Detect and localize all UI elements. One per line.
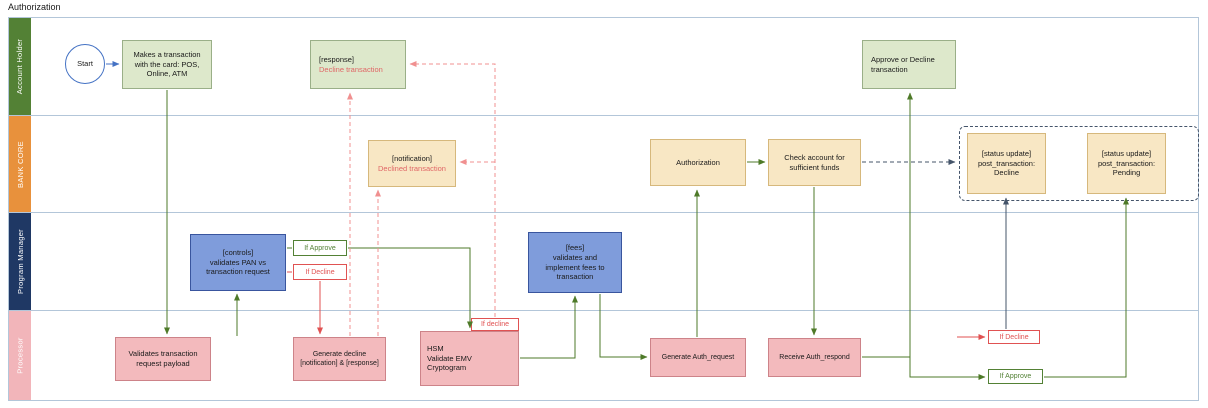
receive-auth-label: Receive Auth_respond	[779, 353, 850, 361]
response-node: [response] Decline transaction	[310, 40, 406, 89]
lane-label-program-manager: Program Manager	[9, 213, 31, 310]
generate-auth-label: Generate Auth_request	[661, 353, 735, 361]
fees-node: [fees] validates and implement fees to t…	[528, 232, 622, 293]
authorization-label: Authorization	[676, 157, 720, 167]
generate-decline-node: Generate decline [notification] & [respo…	[293, 337, 386, 381]
if-decline-condition: If Decline	[293, 264, 347, 280]
hsm-node: HSM Validate EMV Cryptogram	[420, 331, 519, 386]
hsm-if-decline-condition: If decline	[471, 318, 519, 331]
notification-node: [notification] Declined transaction	[368, 140, 456, 187]
diagram-title: Authorization	[8, 2, 61, 12]
lane-label-text: Processor	[15, 337, 25, 374]
status-decline-label: [status update] post_transaction: Declin…	[977, 148, 1036, 178]
hsm-label: HSM Validate EMV Cryptogram	[427, 343, 472, 373]
notification-tag: [notification]	[391, 153, 433, 163]
makes-transaction-node: Makes a transaction with the card: POS, …	[122, 40, 212, 89]
fees-label: [fees] validates and implement fees to t…	[545, 243, 605, 282]
generate-auth-node: Generate Auth_request	[650, 338, 746, 377]
if-decline-right-condition: If Decline	[988, 330, 1040, 344]
lane-label-processor: Processor	[9, 311, 31, 400]
if-decline-right-label: If Decline	[999, 333, 1029, 341]
controls-node: [controls] validates PAN vs transaction …	[190, 234, 286, 291]
start-node: Start	[65, 44, 105, 84]
generate-decline-label: Generate decline [notification] & [respo…	[300, 350, 379, 367]
if-approve-right-label: If Approve	[999, 373, 1032, 380]
notification-text: Declined transaction	[378, 163, 446, 173]
start-label: Start	[77, 59, 93, 69]
status-decline-node: [status update] post_transaction: Declin…	[967, 133, 1046, 194]
approve-or-decline-node: Approve or Decline transaction	[862, 40, 956, 89]
lane-label-text: Program Manager	[15, 229, 25, 294]
check-account-label: Check account for sufficient funds	[784, 152, 845, 172]
authorization-node: Authorization	[650, 139, 746, 186]
response-tag: [response]	[319, 54, 355, 64]
validates-payload-node: Validates transaction request payload	[115, 337, 211, 381]
lane-label-text: Account Holder	[15, 38, 25, 95]
response-text: Decline transaction	[319, 64, 383, 74]
if-approve-label: If Approve	[304, 244, 336, 252]
hsm-if-decline-label: If decline	[480, 321, 510, 328]
status-pending-label: [status update] post_transaction: Pendin…	[1097, 148, 1156, 178]
if-decline-label: If Decline	[305, 268, 335, 276]
approve-or-decline-label: Approve or Decline transaction	[871, 54, 935, 74]
if-approve-condition: If Approve	[293, 240, 347, 256]
lane-label-text: BANK CORE	[15, 140, 25, 188]
check-account-node: Check account for sufficient funds	[768, 139, 861, 186]
makes-transaction-label: Makes a transaction with the card: POS, …	[133, 49, 201, 79]
if-approve-right-condition: If Approve	[988, 369, 1043, 384]
lane-label-bank-core: BANK CORE	[9, 116, 31, 212]
controls-label: [controls] validates PAN vs transaction …	[206, 247, 270, 277]
receive-auth-node: Receive Auth_respond	[768, 338, 861, 377]
status-pending-node: [status update] post_transaction: Pendin…	[1087, 133, 1166, 194]
lane-label-account-holder: Account Holder	[9, 18, 31, 115]
validates-payload-label: Validates transaction request payload	[128, 349, 198, 368]
